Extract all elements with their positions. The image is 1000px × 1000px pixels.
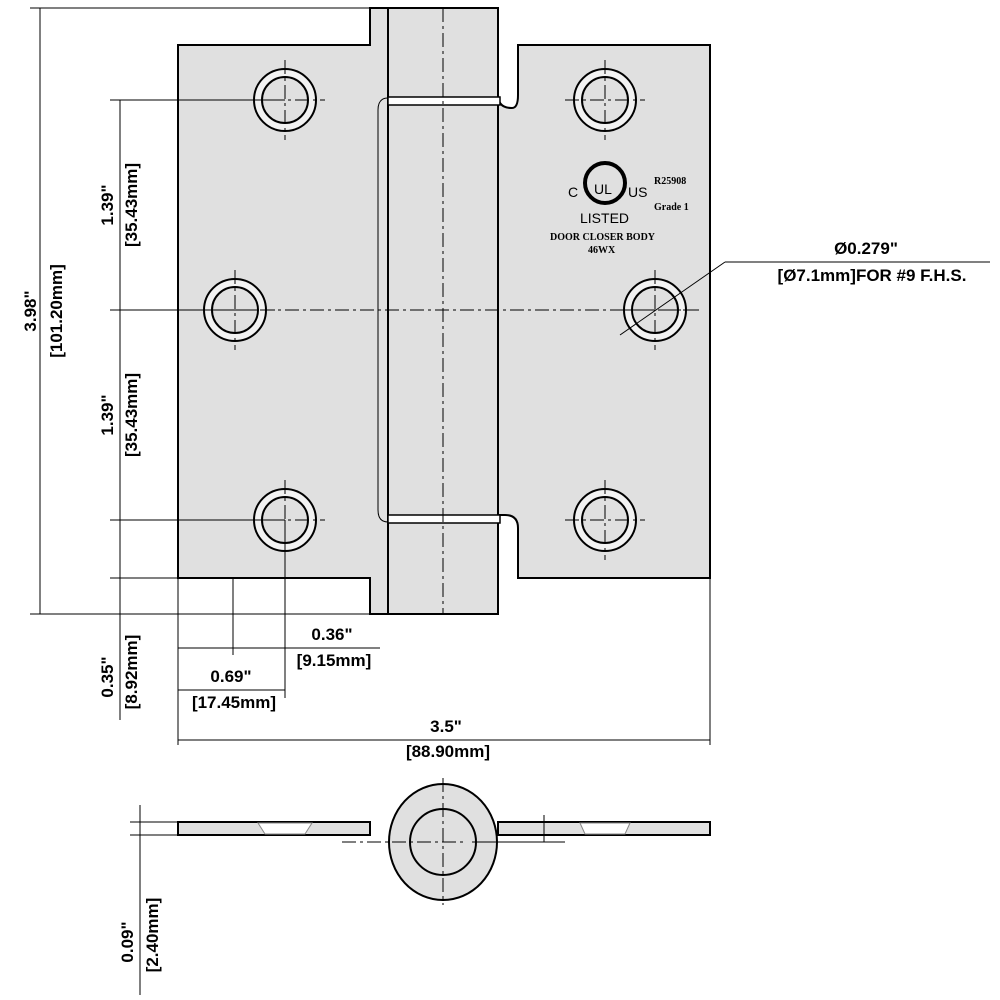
thickness-inch: 0.09": [118, 921, 137, 962]
ul-c: C: [568, 184, 578, 200]
upper-spacing-mm: [35.43mm]: [122, 163, 141, 247]
screw-hole: [565, 60, 645, 140]
screw-hole: [565, 480, 645, 560]
hole-diameter-inch: Ø0.279": [834, 239, 898, 258]
lower-spacing-mm: [35.43mm]: [122, 373, 141, 457]
large-offset-inch: 0.69": [210, 667, 251, 686]
product-line2: 46WX: [588, 245, 616, 256]
overall-height-inch: 3.98": [21, 290, 40, 331]
overall-height-mm: [101.20mm]: [47, 264, 66, 358]
width-mm: [88.90mm]: [406, 742, 490, 761]
grade-label: Grade 1: [654, 202, 689, 213]
dimension-lines: [30, 7, 990, 995]
right-leaf: [497, 8, 711, 614]
ul-listing-mark: C UL US LISTED R25908 Grade 1 DOOR CLOSE…: [550, 161, 689, 256]
knuckle-band-bottom: [387, 514, 501, 524]
thickness-mm: [2.40mm]: [143, 898, 162, 973]
product-line1: DOOR CLOSER BODY: [550, 232, 656, 243]
screw-holes: [110, 60, 700, 560]
ul-text: UL: [594, 181, 612, 197]
small-offset-inch: 0.36": [311, 625, 352, 644]
large-offset-mm: [17.45mm]: [192, 693, 276, 712]
ul-file-number: R25908: [654, 176, 686, 187]
ul-listed: LISTED: [580, 210, 629, 226]
lower-spacing-inch: 1.39": [98, 394, 117, 435]
knuckle-band-top: [387, 96, 501, 106]
small-offset-mm: [9.15mm]: [297, 651, 372, 670]
width-inch: 3.5": [430, 717, 462, 736]
ul-us: US: [628, 184, 647, 200]
section-view: [177, 778, 711, 905]
upper-spacing-inch: 1.39": [98, 184, 117, 225]
bottom-offset-inch: 0.35": [98, 656, 117, 697]
hole-diameter-mm: [Ø7.1mm]FOR #9 F.H.S.: [778, 266, 967, 285]
bottom-offset-mm: [8.92mm]: [122, 635, 141, 710]
